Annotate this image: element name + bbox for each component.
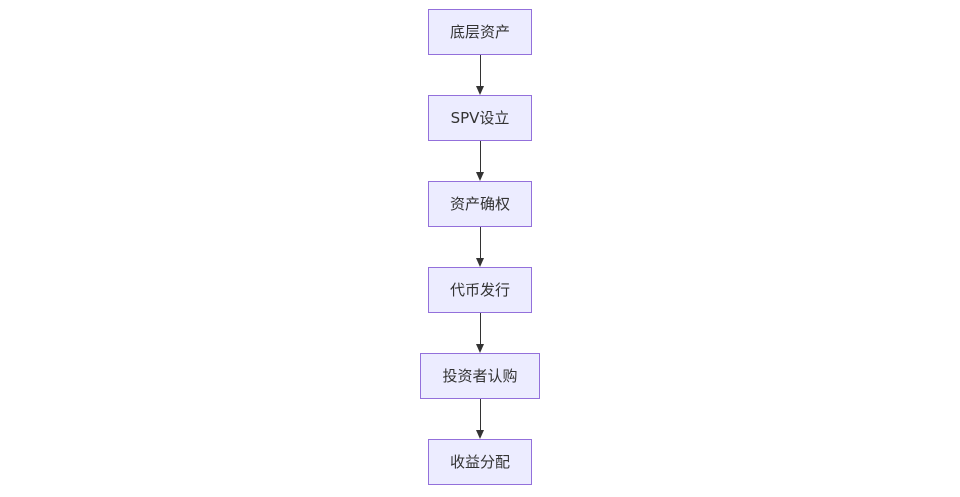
- arrowhead-down-icon: [476, 344, 484, 353]
- arrowhead-down-icon: [476, 172, 484, 181]
- arrow-line: [479, 55, 481, 86]
- arrow-spv-to-confirmation: [476, 141, 484, 181]
- flow-node-token-issuance: 代币发行: [427, 267, 532, 313]
- flow-node-asset-confirmation: 资产确权: [427, 181, 532, 227]
- flow-node-revenue-distribution: 收益分配: [427, 439, 532, 485]
- arrow-underlying-to-spv: [476, 55, 484, 95]
- arrow-line: [479, 141, 481, 172]
- arrow-subscription-to-distribution: [476, 399, 484, 439]
- node-label-investor-subscription: 投资者认购: [442, 366, 518, 385]
- flow-node-spv-setup: SPV设立: [428, 95, 532, 141]
- flow-node-underlying-assets: 底层资产: [427, 9, 532, 55]
- arrow-line: [479, 399, 481, 430]
- arrowhead-down-icon: [476, 86, 484, 95]
- flow-node-investor-subscription: 投资者认购: [420, 353, 540, 399]
- node-label-spv-setup: SPV设立: [450, 108, 510, 127]
- node-label-asset-confirmation: 资产确权: [449, 194, 510, 213]
- arrowhead-down-icon: [476, 258, 484, 267]
- arrowhead-down-icon: [476, 430, 484, 439]
- node-label-token-issuance: 代币发行: [449, 280, 510, 299]
- node-label-revenue-distribution: 收益分配: [449, 452, 510, 471]
- arrow-confirmation-to-issuance: [476, 227, 484, 267]
- arrow-issuance-to-subscription: [476, 313, 484, 353]
- arrow-line: [479, 313, 481, 344]
- arrow-line: [479, 227, 481, 258]
- node-label-underlying-assets: 底层资产: [449, 22, 510, 41]
